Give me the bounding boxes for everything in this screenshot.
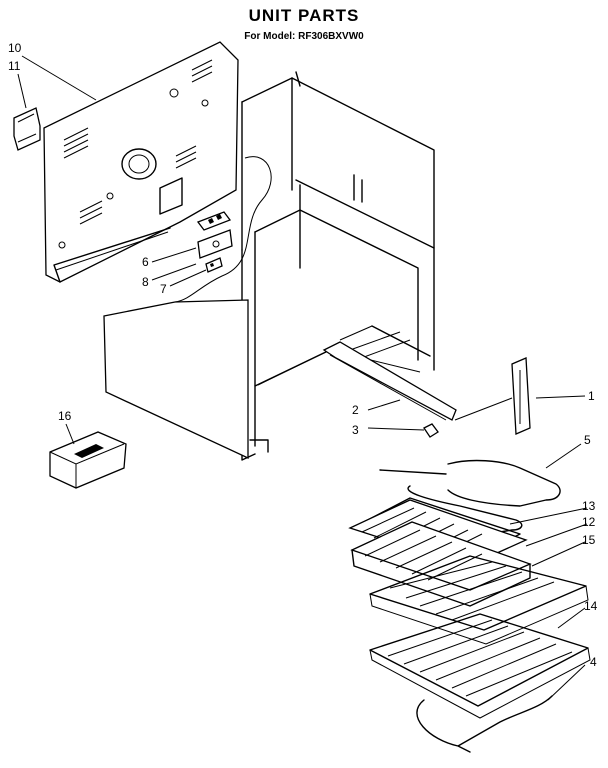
callout-14: 14: [584, 599, 598, 613]
side-panel: [103, 299, 249, 460]
range-cabinet: [241, 71, 435, 461]
callout-12: 12: [582, 515, 596, 529]
callout-1: 1: [588, 389, 595, 403]
callout-7: 7: [160, 282, 167, 296]
oven-rack-lower: [369, 613, 591, 719]
callout-15: 15: [582, 533, 596, 547]
callout-8: 8: [142, 275, 149, 289]
callout-16: 16: [58, 409, 72, 423]
rail-clip: [423, 423, 439, 438]
callout-3: 3: [352, 423, 359, 437]
lower-element: [416, 695, 553, 753]
wiring-harness: [174, 156, 272, 303]
oven-rack-upper: [369, 555, 589, 645]
access-cover-plate: [13, 107, 41, 151]
callout-labels: 10 11 6 8 7 16 1 2 3 5 13 12 15 14 4: [8, 41, 598, 669]
diagram-title: UNIT PARTS: [248, 6, 360, 25]
rear-panel: [43, 41, 239, 283]
callout-4: 4: [590, 655, 597, 669]
drawer-rail: [322, 341, 457, 421]
leader-lines: [17, 55, 588, 701]
bake-element: [379, 459, 561, 507]
terminal-block: [196, 211, 233, 273]
callout-5: 5: [584, 433, 591, 447]
model-line: For Model: RF306BXVW0: [244, 31, 364, 42]
callout-13: 13: [582, 499, 596, 513]
callout-2: 2: [352, 403, 359, 417]
callout-11: 11: [8, 59, 21, 73]
side-trim: [511, 357, 531, 435]
callout-6: 6: [142, 255, 149, 269]
storage-box: [49, 431, 127, 489]
callout-10: 10: [8, 41, 22, 55]
